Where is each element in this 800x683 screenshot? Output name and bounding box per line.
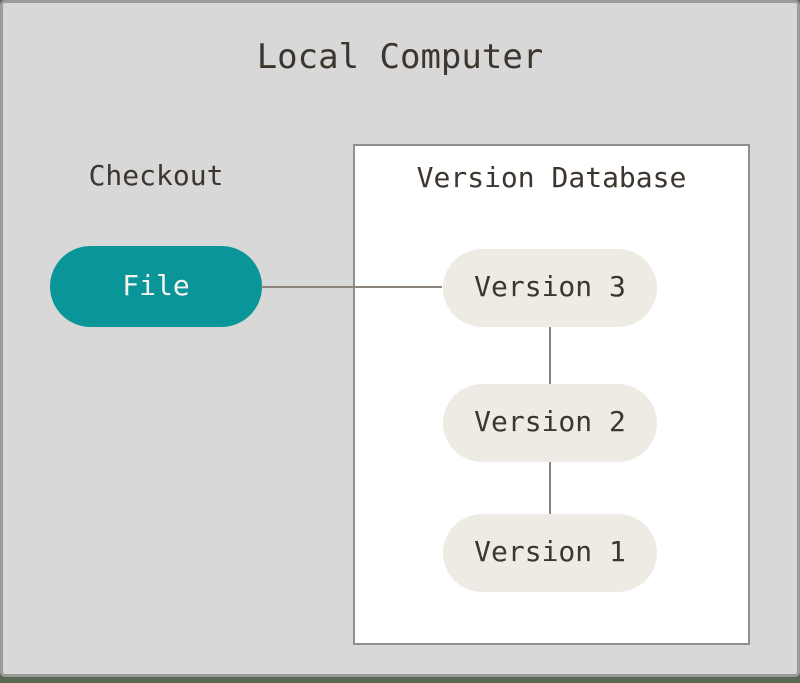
version-database-label: Version Database: [416, 161, 687, 194]
file-to-version3-connector: [261, 286, 442, 288]
version-database-box: Version Database Version 3 Version 2 Ver…: [353, 144, 750, 645]
diagram-title: Local Computer: [256, 37, 544, 77]
version3-version2-connector: [549, 327, 551, 384]
checkout-label: Checkout: [88, 159, 224, 192]
version1-node: Version 1: [443, 514, 657, 592]
version2-node: Version 2: [443, 384, 657, 462]
version3-node: Version 3: [443, 249, 657, 327]
file-node: File: [50, 246, 262, 327]
version2-version1-connector: [549, 462, 551, 514]
